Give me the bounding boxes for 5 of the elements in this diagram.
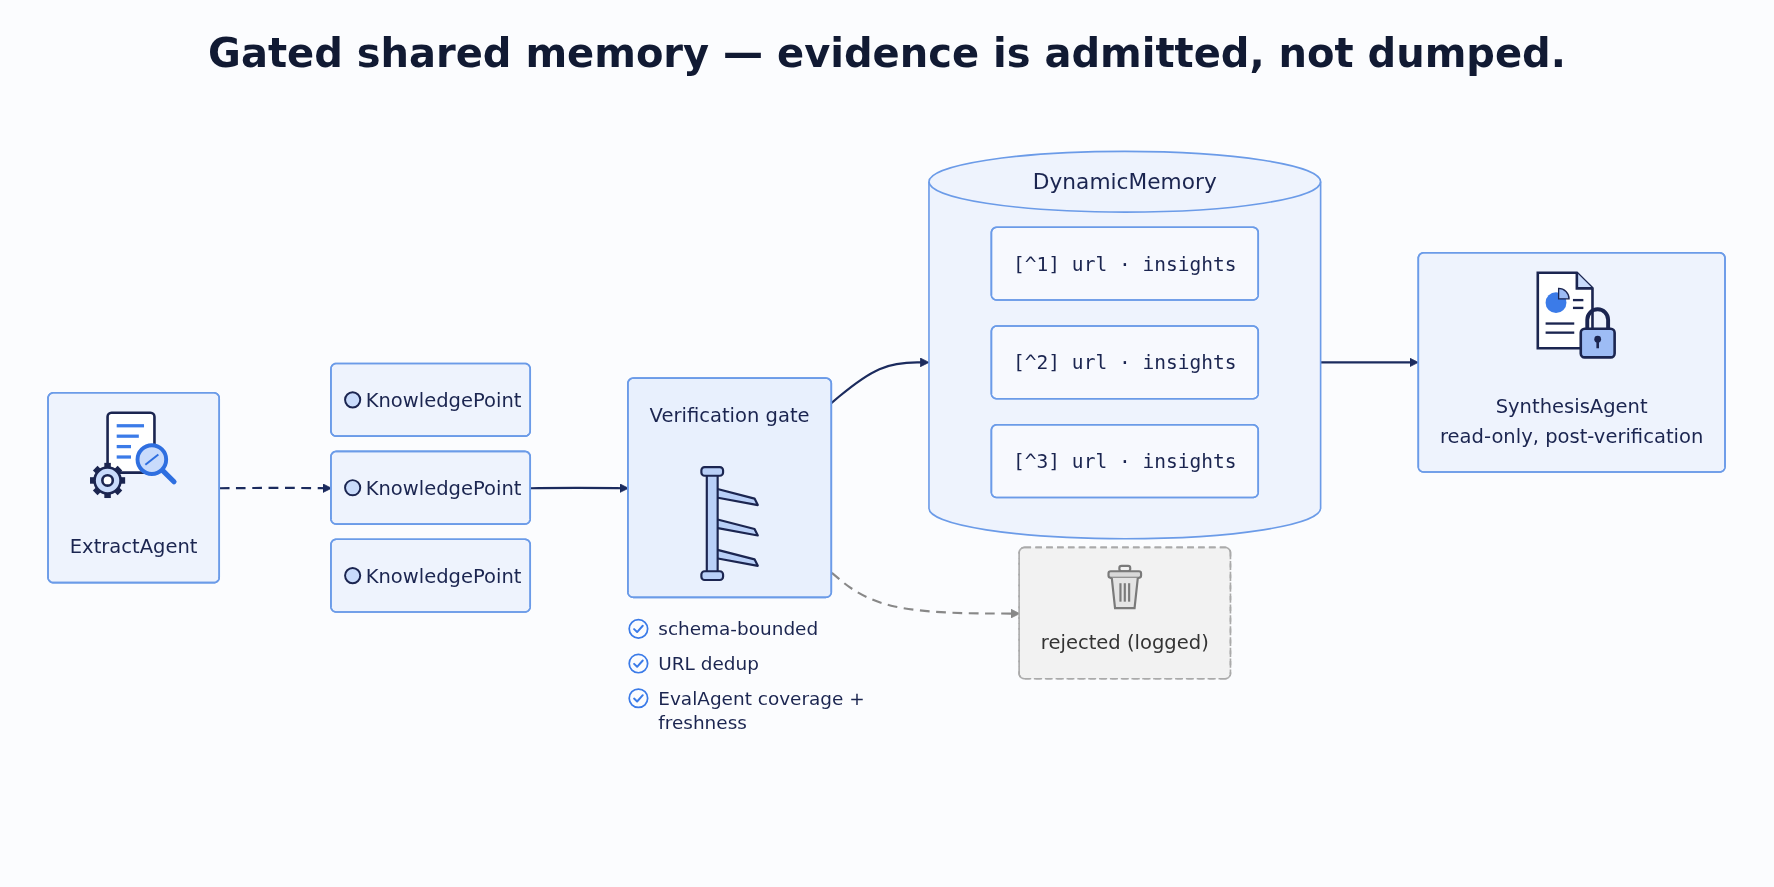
arrow xyxy=(831,357,930,404)
checklist-item: schema-bounded xyxy=(658,616,819,641)
checklist-item: EvalAgent coverage + freshness xyxy=(658,686,867,735)
checklist-item: URL dedup xyxy=(658,651,760,676)
diagram-title: Gated shared memory — evidence is admitted, not dumped. xyxy=(208,30,1566,76)
